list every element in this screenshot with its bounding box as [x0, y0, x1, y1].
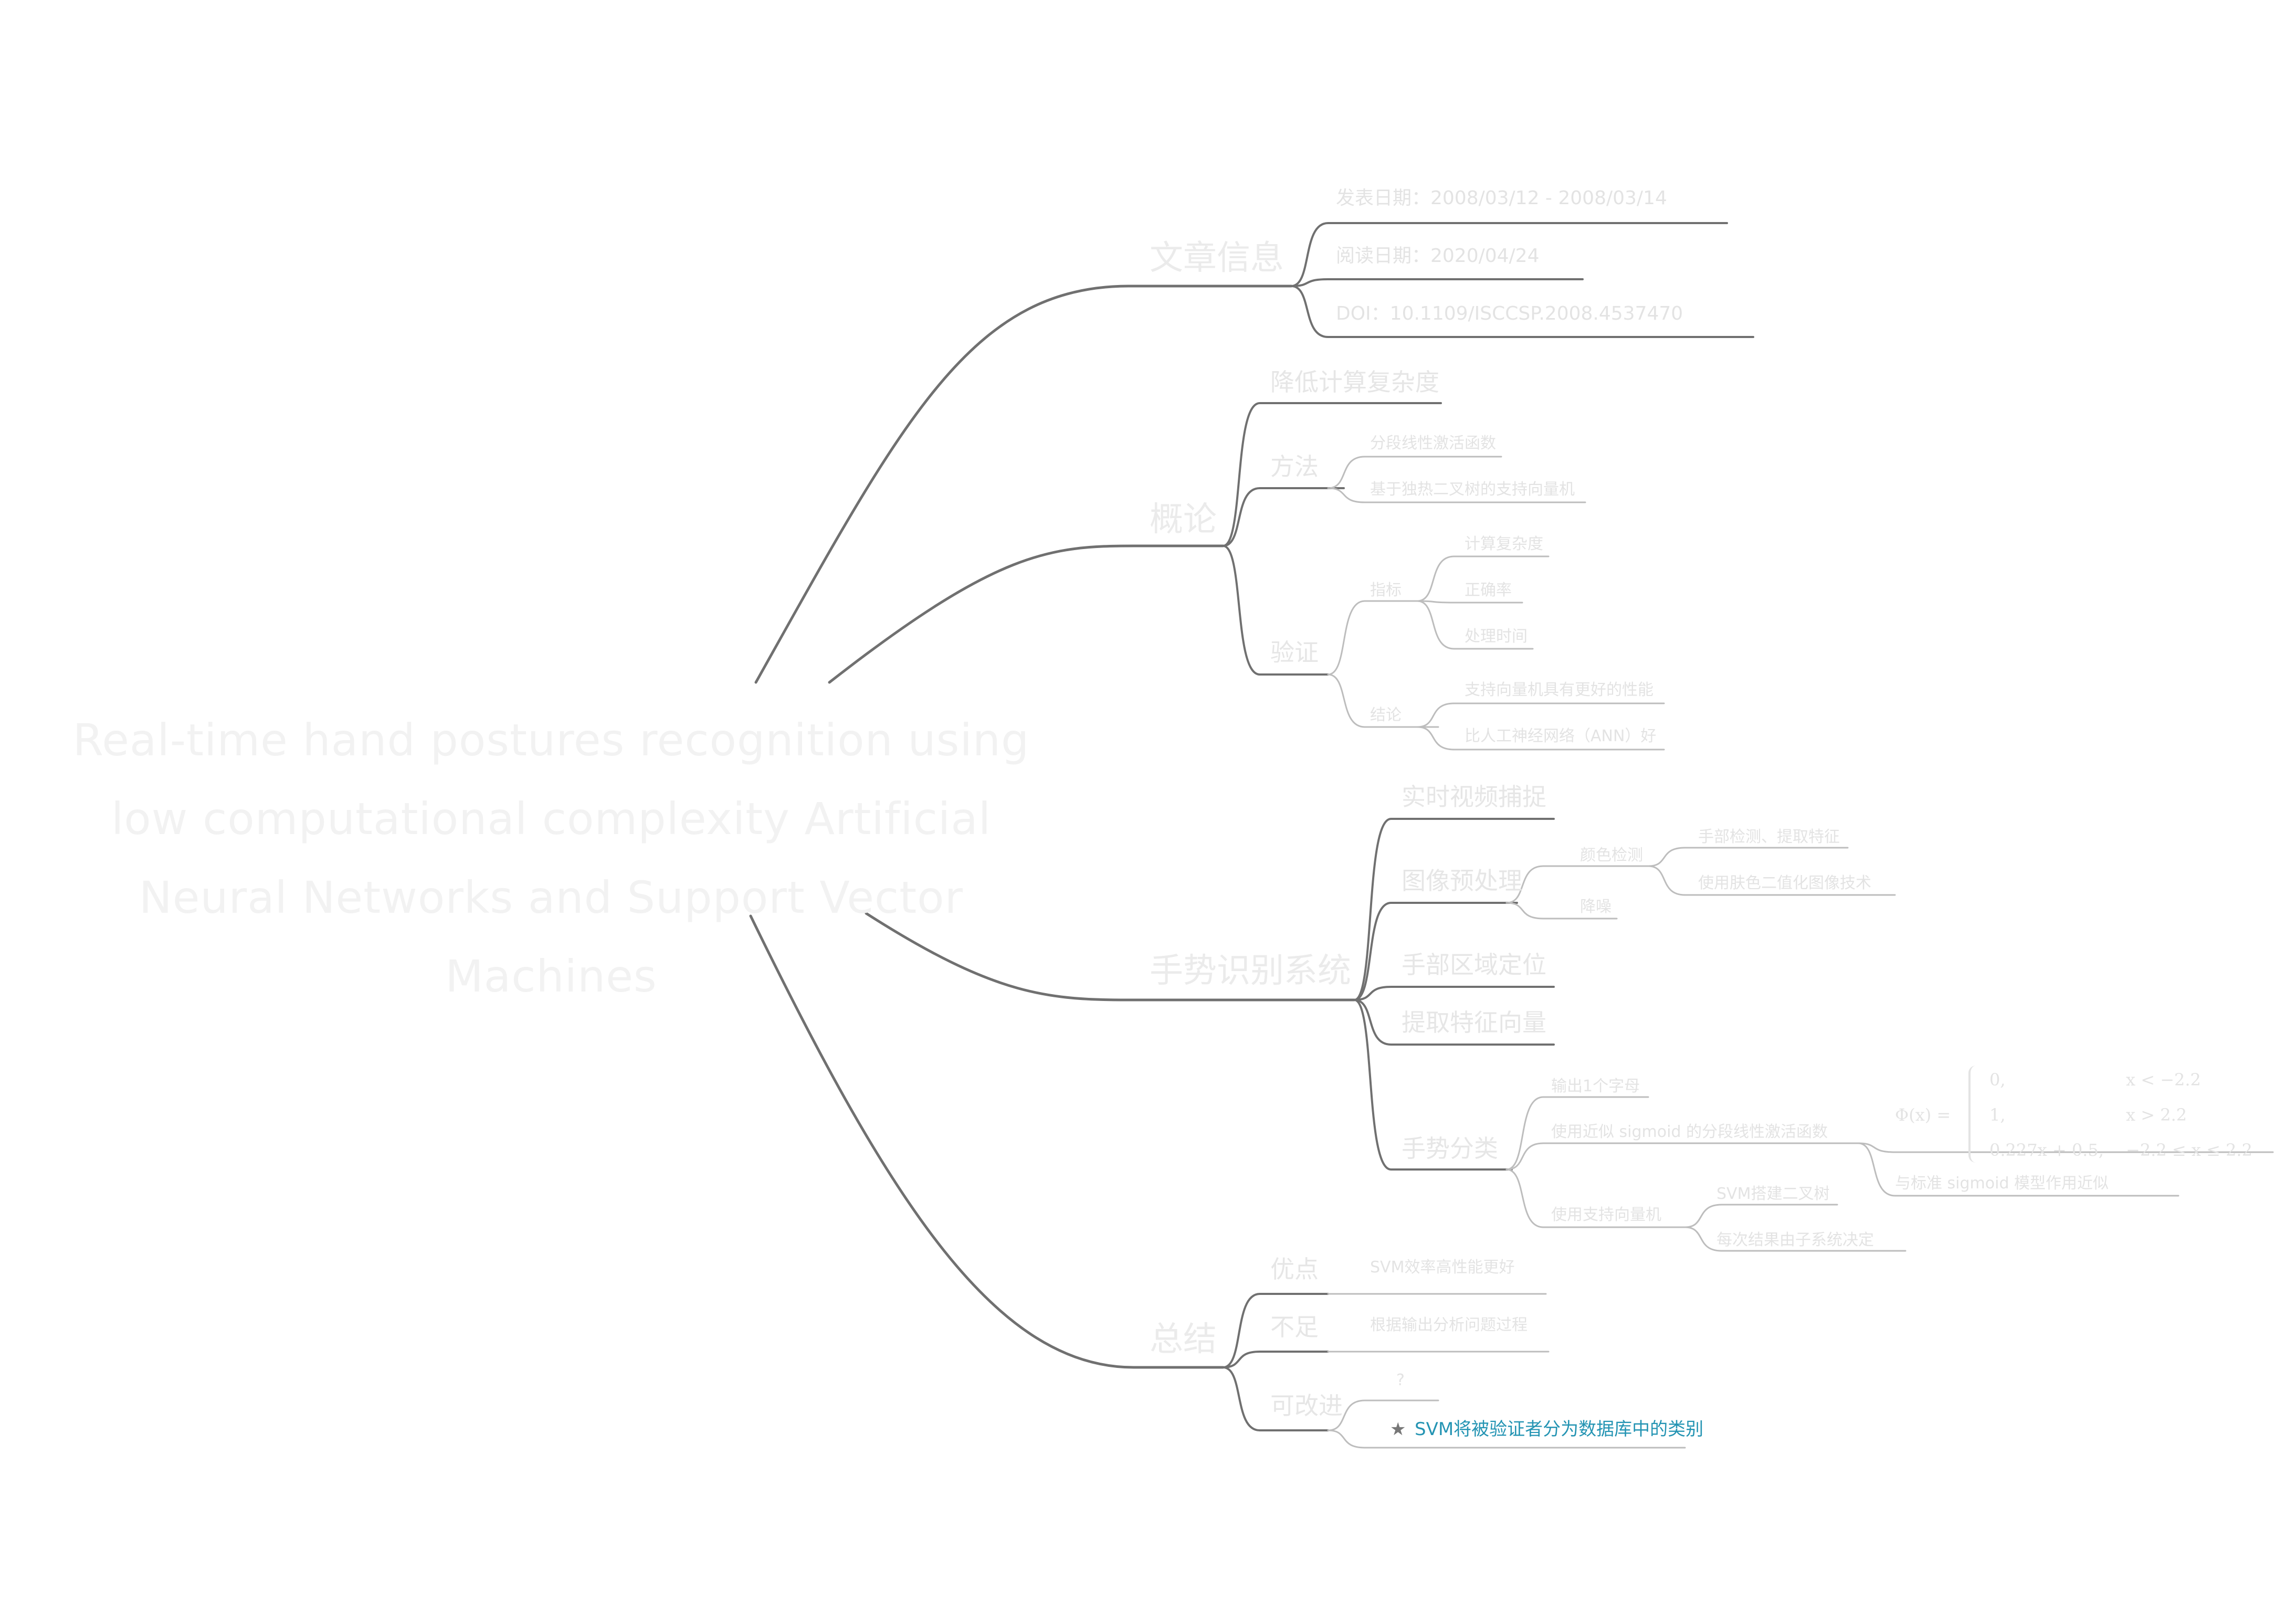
branch-metric-leaf: [1416, 600, 1523, 604]
formula-brace: [1968, 1066, 1981, 1163]
formula-case-cond: x < −2.2: [2126, 1070, 2201, 1090]
subtopic-capture[interactable]: 实时视频捕捉: [1402, 783, 1546, 811]
leaf-metric-time[interactable]: 处理时间: [1465, 627, 1528, 646]
subtopic-classify[interactable]: 手势分类: [1402, 1134, 1498, 1163]
subtopic-validation[interactable]: 验证: [1270, 638, 1319, 667]
subtopic-roi[interactable]: 手部区域定位: [1402, 951, 1546, 979]
leaf-denoise[interactable]: 降噪: [1580, 898, 1612, 916]
leaf-approx-note[interactable]: 与标准 sigmoid 模型作用近似: [1895, 1174, 2109, 1193]
leaf-cons[interactable]: 根据输出分析问题过程: [1370, 1316, 1528, 1334]
branch-summary-sub: [1222, 1366, 1329, 1431]
subtopic-pros[interactable]: 优点: [1270, 1255, 1319, 1283]
branch-summary-sub: [1222, 1351, 1329, 1368]
branch-system-sub: [1353, 999, 1513, 1171]
branch-system-sub: [1353, 818, 1555, 1001]
subtopic-preprocess[interactable]: 图像预处理: [1402, 867, 1522, 895]
formula-lhs: Φ(x) =: [1895, 1105, 1951, 1125]
node-color-detect[interactable]: 颜色检测: [1580, 846, 1643, 865]
branch-article-leaf: [1290, 285, 1754, 338]
branch-metric-leaf: [1416, 600, 1534, 650]
root-topic[interactable]: Real-time hand postures recognition usin…: [72, 714, 1030, 1002]
branch-question-leaf: [1327, 1429, 1686, 1449]
node-metrics[interactable]: 指标: [1370, 581, 1402, 599]
branch-article-leaf: [1290, 222, 1728, 287]
topic-system[interactable]: 手势识别系统: [1150, 952, 1351, 990]
leaf-svm-tree[interactable]: SVM搭建二叉树: [1716, 1185, 1830, 1203]
branch-metric-leaf: [1416, 555, 1550, 602]
branch-classify-sub: [1505, 1168, 1686, 1228]
leaf-doi[interactable]: DOI：10.1109/ISCCSP.2008.4537470: [1336, 303, 1683, 324]
formula-case-value: 1,: [1989, 1105, 2006, 1125]
branch-overview-sub: [1222, 402, 1442, 547]
leaf-hand-detect[interactable]: 手部检测、提取特征: [1698, 828, 1840, 846]
branch-article-info: [754, 284, 1293, 684]
leaf-method-2[interactable]: 基于独热二叉树的支持向量机: [1370, 480, 1575, 499]
leaf-publish-date[interactable]: 发表日期：2008/03/12 - 2008/03/14: [1336, 187, 1667, 209]
branch-validation-sub: [1327, 673, 1439, 728]
branch-color-leaf: [1647, 847, 1849, 867]
formula-case-cond: −2.2 ≤ x ≤ 2.2: [2126, 1140, 2252, 1160]
branch-system: [865, 912, 1356, 1002]
branch-overview-sub: [1222, 487, 1345, 547]
branch-approx-leaf: [1857, 1142, 2179, 1197]
subtopic-cons[interactable]: 不足: [1270, 1313, 1319, 1341]
leaf-output[interactable]: 输出1个字母: [1551, 1077, 1640, 1095]
branch-overview-sub: [1222, 545, 1329, 676]
branch-conclusion-leaf: [1416, 702, 1665, 728]
activation-formula: Φ(x) = 0, x < −2.2 1, x > 2.2 0.227x + 0…: [1895, 1066, 2262, 1165]
topic-article-info[interactable]: 文章信息: [1150, 239, 1284, 278]
formula-case-cond: x > 2.2: [2126, 1105, 2187, 1125]
node-approx-activation[interactable]: 使用近似 sigmoid 的分段线性激活函数: [1551, 1123, 1828, 1141]
branch-summary: [749, 914, 1225, 1369]
branch-validation-sub: [1327, 600, 1418, 676]
subtopic-feature[interactable]: 提取特征向量: [1402, 1008, 1546, 1037]
leaf-method-1[interactable]: 分段线性激活函数: [1370, 434, 1496, 452]
branch-classify-sub: [1505, 1142, 1859, 1171]
branch-svm-leaf: [1684, 1204, 1838, 1228]
formula-case-value: 0,: [1989, 1070, 2006, 1090]
branch-color-leaf: [1647, 865, 1896, 896]
leaf-conclusion-2[interactable]: 比人工神经网络（ANN）好: [1465, 727, 1657, 745]
branch-system-sub: [1353, 986, 1555, 1001]
leaf-skin-binarize[interactable]: 使用肤色二值化图像技术: [1698, 874, 1871, 892]
leaf-read-date[interactable]: 阅读日期：2020/04/24: [1336, 245, 1540, 267]
leaf-svm-highlight[interactable]: SVM将被验证者分为数据库中的类别: [1415, 1419, 1704, 1440]
branch-conclusion-leaf: [1416, 726, 1665, 751]
branch-approx-leaf: [1857, 1142, 2274, 1153]
branch-svm-leaf: [1684, 1226, 1907, 1252]
leaf-question-mark[interactable]: ?: [1396, 1371, 1405, 1389]
branch-preprocess-sub: [1505, 902, 1618, 920]
branch-system-sub: [1353, 902, 1518, 1001]
branch-question-leaf: [1327, 1399, 1439, 1431]
topic-overview[interactable]: 概论: [1150, 500, 1217, 539]
branch-summary-sub: [1222, 1293, 1329, 1368]
subtopic-question[interactable]: 可改进: [1270, 1392, 1343, 1420]
subtopic-goal[interactable]: 降低计算复杂度: [1270, 368, 1439, 396]
formula-case-value: 0.227x + 0.5,: [1989, 1140, 2104, 1160]
branch-system-sub: [1353, 999, 1555, 1046]
leaf-metric-complexity[interactable]: 计算复杂度: [1465, 535, 1543, 553]
subtopic-method[interactable]: 方法: [1270, 452, 1319, 481]
leaf-conclusion-1[interactable]: 支持向量机具有更好的性能: [1465, 681, 1653, 699]
topic-summary[interactable]: 总结: [1150, 1320, 1217, 1359]
branch-method-leaf: [1327, 456, 1502, 489]
star-icon: ★: [1390, 1419, 1406, 1440]
branch-article-leaf: [1290, 278, 1584, 287]
branch-overview: [828, 544, 1225, 684]
branch-classify-sub: [1505, 1096, 1649, 1171]
node-conclusion[interactable]: 结论: [1370, 706, 1402, 724]
branch-preprocess-sub: [1505, 865, 1649, 904]
leaf-pros[interactable]: SVM效率高性能更好: [1370, 1258, 1515, 1277]
leaf-metric-accuracy[interactable]: 正确率: [1465, 581, 1512, 599]
branch-method-leaf: [1327, 487, 1586, 503]
node-svm[interactable]: 使用支持向量机: [1551, 1206, 1661, 1224]
leaf-svm-subsystem[interactable]: 每次结果由子系统决定: [1716, 1231, 1874, 1249]
